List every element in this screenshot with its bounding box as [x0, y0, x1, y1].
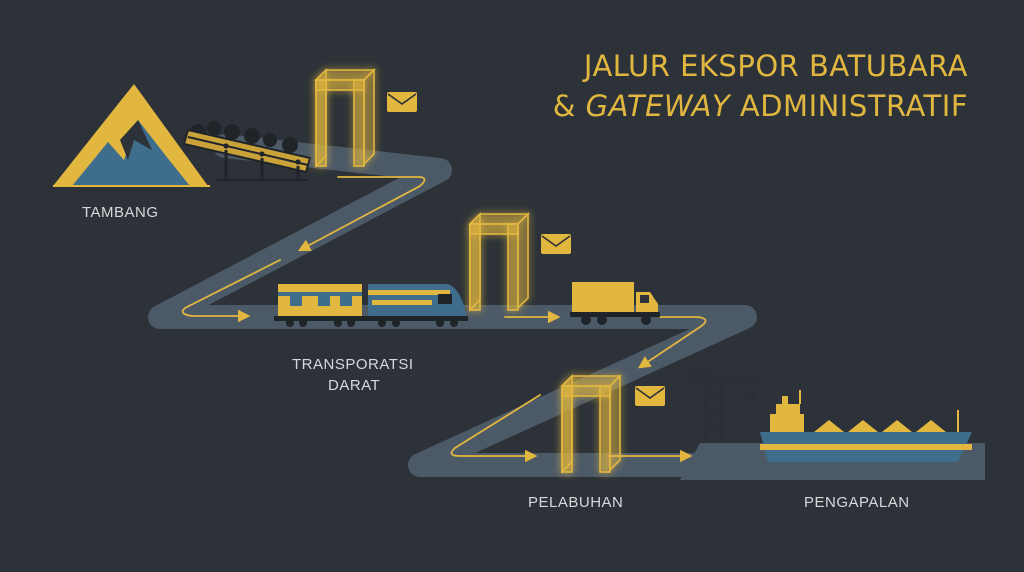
truck-icon — [570, 282, 660, 325]
envelope-document-icon — [386, 91, 418, 113]
stage-label-transportasi-line-1: TRANSPORATSI — [292, 356, 414, 373]
stage-label-transportasi: TRANSPORATSI DARAT — [292, 354, 414, 396]
route-arrow — [181, 259, 281, 323]
conveyor-belt-icon — [182, 121, 312, 181]
title-suffix: ADMINISTRATIF — [730, 89, 968, 123]
mountain-mine-icon — [53, 84, 210, 187]
route-arrows — [181, 176, 707, 463]
title-gateway-word: GATEWAY — [585, 89, 731, 123]
gateway-arch-icon — [469, 213, 529, 311]
route-arrow — [637, 316, 707, 369]
envelope-document-icon — [540, 233, 572, 255]
route-arrow — [297, 176, 426, 252]
stage-label-tambang: TAMBANG — [82, 204, 159, 221]
page-title: JALUR EKSPOR BATUBARA & GATEWAY ADMINIST… — [553, 46, 968, 126]
title-line-2: & GATEWAY ADMINISTRATIF — [553, 86, 968, 126]
bulk-carrier-ship-icon — [760, 390, 972, 462]
stage-label-pelabuhan: PELABUHAN — [528, 494, 624, 511]
stage-label-pengapalan: PENGAPALAN — [804, 494, 910, 511]
route-arrow — [450, 394, 541, 463]
title-line-1: JALUR EKSPOR BATUBARA — [583, 49, 968, 83]
envelope-document-icon — [634, 385, 666, 407]
port-crane-icon — [690, 370, 762, 440]
title-ampersand: & — [552, 89, 586, 123]
coal-train-icon — [274, 284, 468, 327]
stage-label-transportasi-line-2: DARAT — [328, 377, 381, 394]
